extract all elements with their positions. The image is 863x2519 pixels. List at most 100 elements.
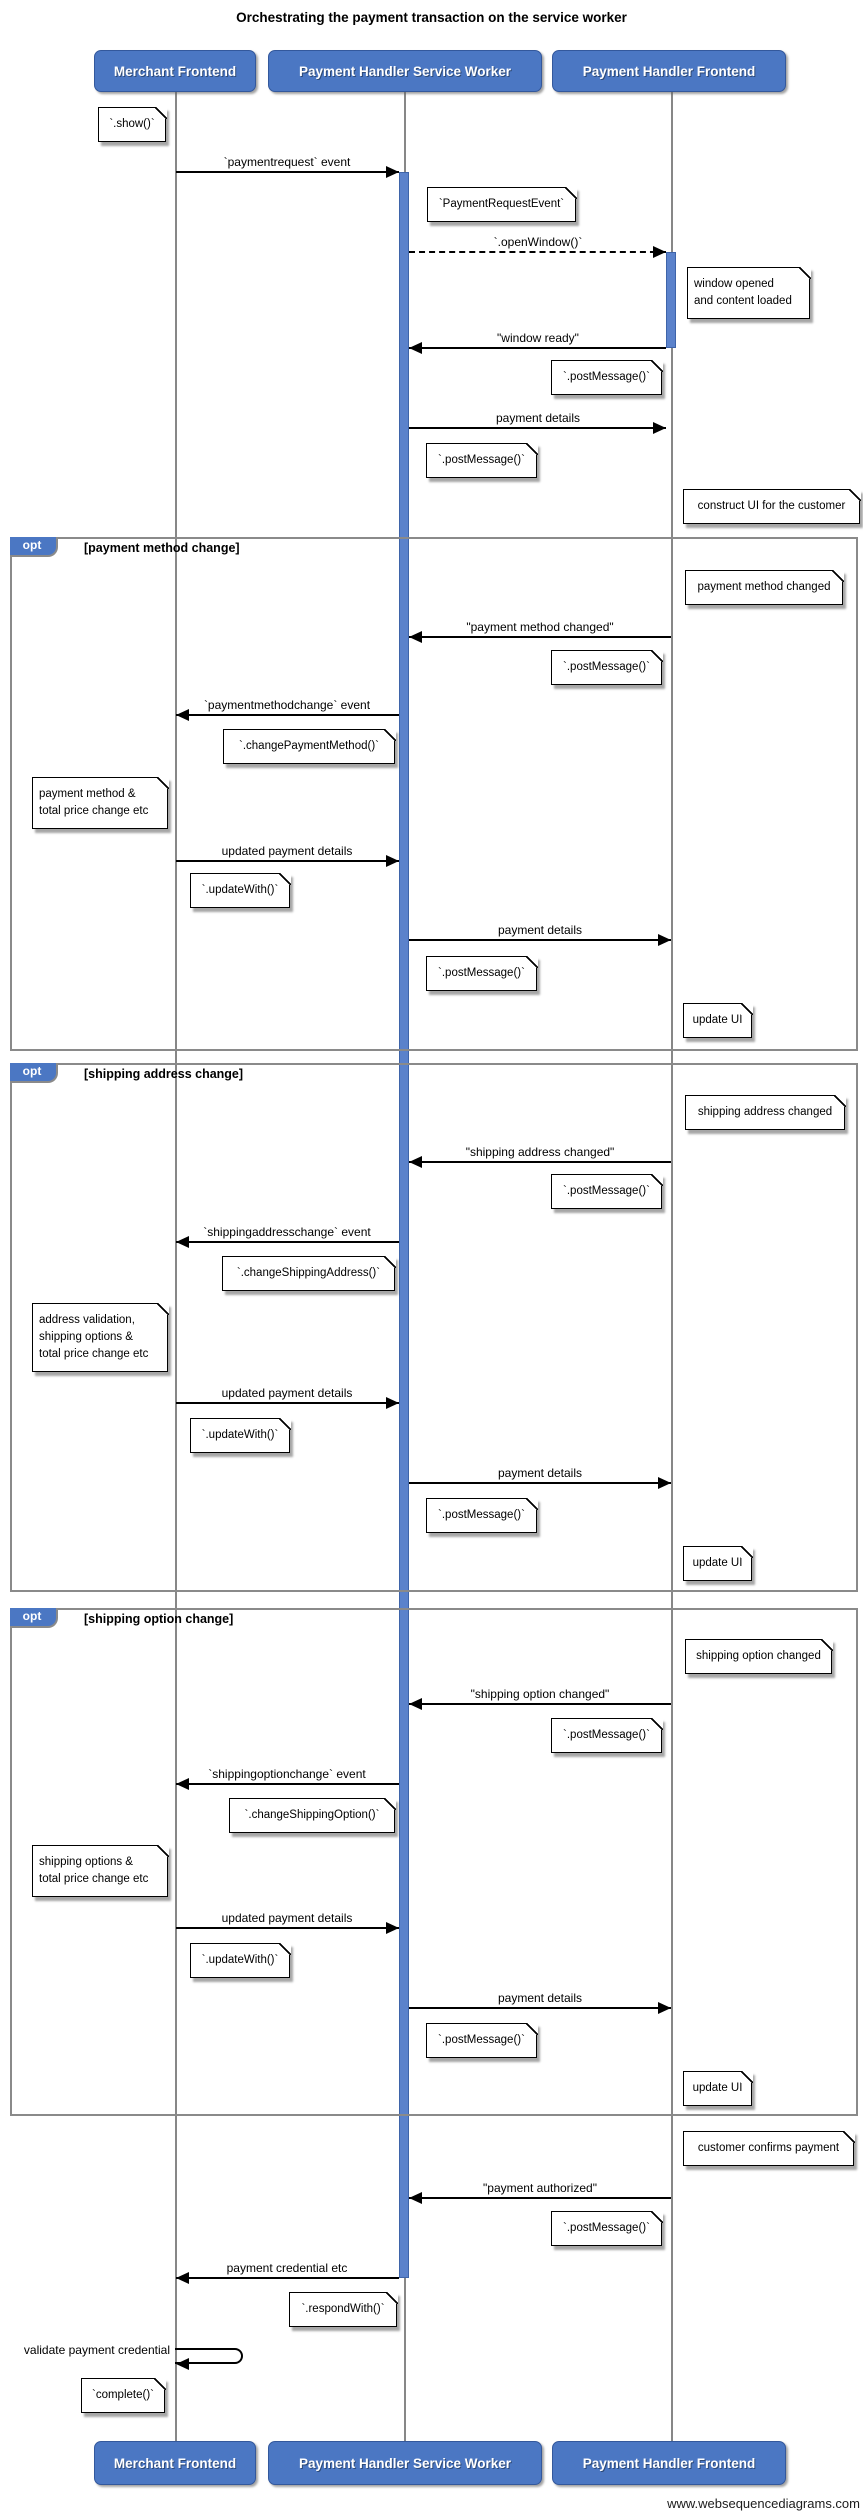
fragment-condition: [payment method change] xyxy=(84,541,240,555)
fragment-opt-shipping-option-change: opt [shipping option change] xyxy=(10,1608,858,2116)
note: shipping option changed xyxy=(685,1638,833,1674)
note: `.postMessage()` xyxy=(426,955,538,991)
participant-top-payment-handler-frontend: Payment Handler Frontend xyxy=(552,50,786,92)
arrowhead-right-icon xyxy=(386,1397,399,1409)
note: shipping options & total price change et… xyxy=(32,1844,169,1897)
note: `.respondWith()` xyxy=(289,2291,398,2327)
note: `.postMessage()` xyxy=(551,359,663,395)
fragment-condition: [shipping option change] xyxy=(84,1612,234,1626)
message-label: updated payment details xyxy=(221,1911,353,1925)
note: `.postMessage()` xyxy=(551,2210,663,2246)
activation-bar-service-worker xyxy=(399,172,409,2278)
note: `complete()` xyxy=(81,2377,166,2413)
note: update UI xyxy=(683,2070,753,2106)
fragment-keyword: opt xyxy=(10,1063,58,1083)
message-line xyxy=(176,171,399,173)
arrowhead-right-icon xyxy=(658,2002,671,2014)
arrowhead-left-icon xyxy=(409,2192,422,2204)
note: `.changePaymentMethod()` xyxy=(223,728,396,764)
fragment-opt-payment-method-change: opt [payment method change] xyxy=(10,537,858,1051)
message-line xyxy=(176,2277,399,2279)
message-line xyxy=(409,2007,671,2009)
note: `.postMessage()` xyxy=(426,1497,538,1533)
diagram-title: Orchestrating the payment transaction on… xyxy=(236,10,627,25)
lifeline-payment-handler-frontend xyxy=(671,92,673,2441)
message-line xyxy=(176,860,399,862)
message-line xyxy=(409,1703,671,1705)
participant-top-payment-handler-service-worker: Payment Handler Service Worker xyxy=(268,50,542,92)
message-line xyxy=(409,939,671,941)
self-message-label: validate payment credential xyxy=(23,2343,170,2357)
fragment-keyword: opt xyxy=(10,537,58,557)
note: payment method & total price change etc xyxy=(32,776,169,829)
message-line xyxy=(176,1402,399,1404)
message-line xyxy=(409,1482,671,1484)
note: `.updateWith()` xyxy=(190,1942,291,1978)
fragment-keyword: opt xyxy=(10,1608,58,1628)
message-line xyxy=(409,427,666,429)
message-line xyxy=(409,1161,671,1163)
arrowhead-left-icon xyxy=(409,631,422,643)
arrowhead-left-icon xyxy=(409,342,422,354)
arrowhead-left-icon xyxy=(176,2358,189,2370)
note: payment method changed xyxy=(685,569,844,605)
arrowhead-left-icon xyxy=(176,709,189,721)
note: `.updateWith()` xyxy=(190,1417,291,1453)
message-line xyxy=(409,636,671,638)
participant-top-merchant-frontend: Merchant Frontend xyxy=(94,50,256,92)
activation-bar-payment-handler-frontend xyxy=(666,252,676,348)
note: `.changeShippingAddress()` xyxy=(222,1255,396,1291)
message-label: payment details xyxy=(497,1991,583,2005)
note: update UI xyxy=(683,1545,753,1581)
note: window opened and content loaded xyxy=(687,266,811,319)
arrowhead-right-icon xyxy=(386,1922,399,1934)
message-label: "shipping address changed" xyxy=(465,1145,615,1159)
message-label: updated payment details xyxy=(221,1386,353,1400)
message-line xyxy=(176,714,399,716)
message-label: `shippingoptionchange` event xyxy=(208,1767,366,1781)
note: `.postMessage()` xyxy=(551,649,663,685)
watermark-websequencediagrams: www.websequencediagrams.com xyxy=(667,2496,860,2511)
message-label: `shippingaddresschange` event xyxy=(203,1225,371,1239)
arrowhead-left-icon xyxy=(176,1778,189,1790)
arrowhead-right-icon xyxy=(386,855,399,867)
note: construct UI for the customer xyxy=(683,488,861,524)
arrowhead-left-icon xyxy=(176,1236,189,1248)
message-label: payment details xyxy=(497,923,583,937)
message-line xyxy=(176,1783,399,1785)
self-message-loop xyxy=(175,2348,243,2364)
note: `.show()` xyxy=(98,106,167,142)
arrowhead-right-icon xyxy=(658,1477,671,1489)
arrowhead-left-icon xyxy=(409,1698,422,1710)
message-line xyxy=(409,251,666,253)
arrowhead-right-icon xyxy=(658,934,671,946)
message-line xyxy=(409,347,666,349)
lifeline-merchant-frontend xyxy=(175,92,177,2441)
message-line xyxy=(409,2197,671,2199)
arrowhead-right-icon xyxy=(386,166,399,178)
note: `.postMessage()` xyxy=(426,442,538,478)
arrowhead-left-icon xyxy=(176,2272,189,2284)
message-label: `paymentmethodchange` event xyxy=(203,698,371,712)
arrowhead-left-icon xyxy=(409,1156,422,1168)
note: `.postMessage()` xyxy=(551,1717,663,1753)
note: `.changeShippingOption()` xyxy=(229,1797,396,1833)
message-label: "payment authorized" xyxy=(483,2181,597,2195)
message-label: payment details xyxy=(497,1466,583,1480)
note: `.postMessage()` xyxy=(426,2022,538,2058)
participant-bottom-payment-handler-frontend: Payment Handler Frontend xyxy=(552,2441,786,2485)
message-label: "window ready" xyxy=(497,331,579,345)
note: `PaymentRequestEvent` xyxy=(427,186,577,222)
message-label: payment credential etc xyxy=(226,2261,348,2275)
message-label: payment details xyxy=(495,411,581,425)
message-line xyxy=(176,1241,399,1243)
fragment-condition: [shipping address change] xyxy=(84,1067,244,1081)
note: `.postMessage()` xyxy=(551,1173,663,1209)
message-label: updated payment details xyxy=(221,844,353,858)
note: address validation, shipping options & t… xyxy=(32,1302,169,1372)
note: `.updateWith()` xyxy=(190,872,291,908)
participant-bottom-payment-handler-service-worker: Payment Handler Service Worker xyxy=(268,2441,542,2485)
arrowhead-right-icon xyxy=(653,422,666,434)
note: shipping address changed xyxy=(685,1094,846,1130)
